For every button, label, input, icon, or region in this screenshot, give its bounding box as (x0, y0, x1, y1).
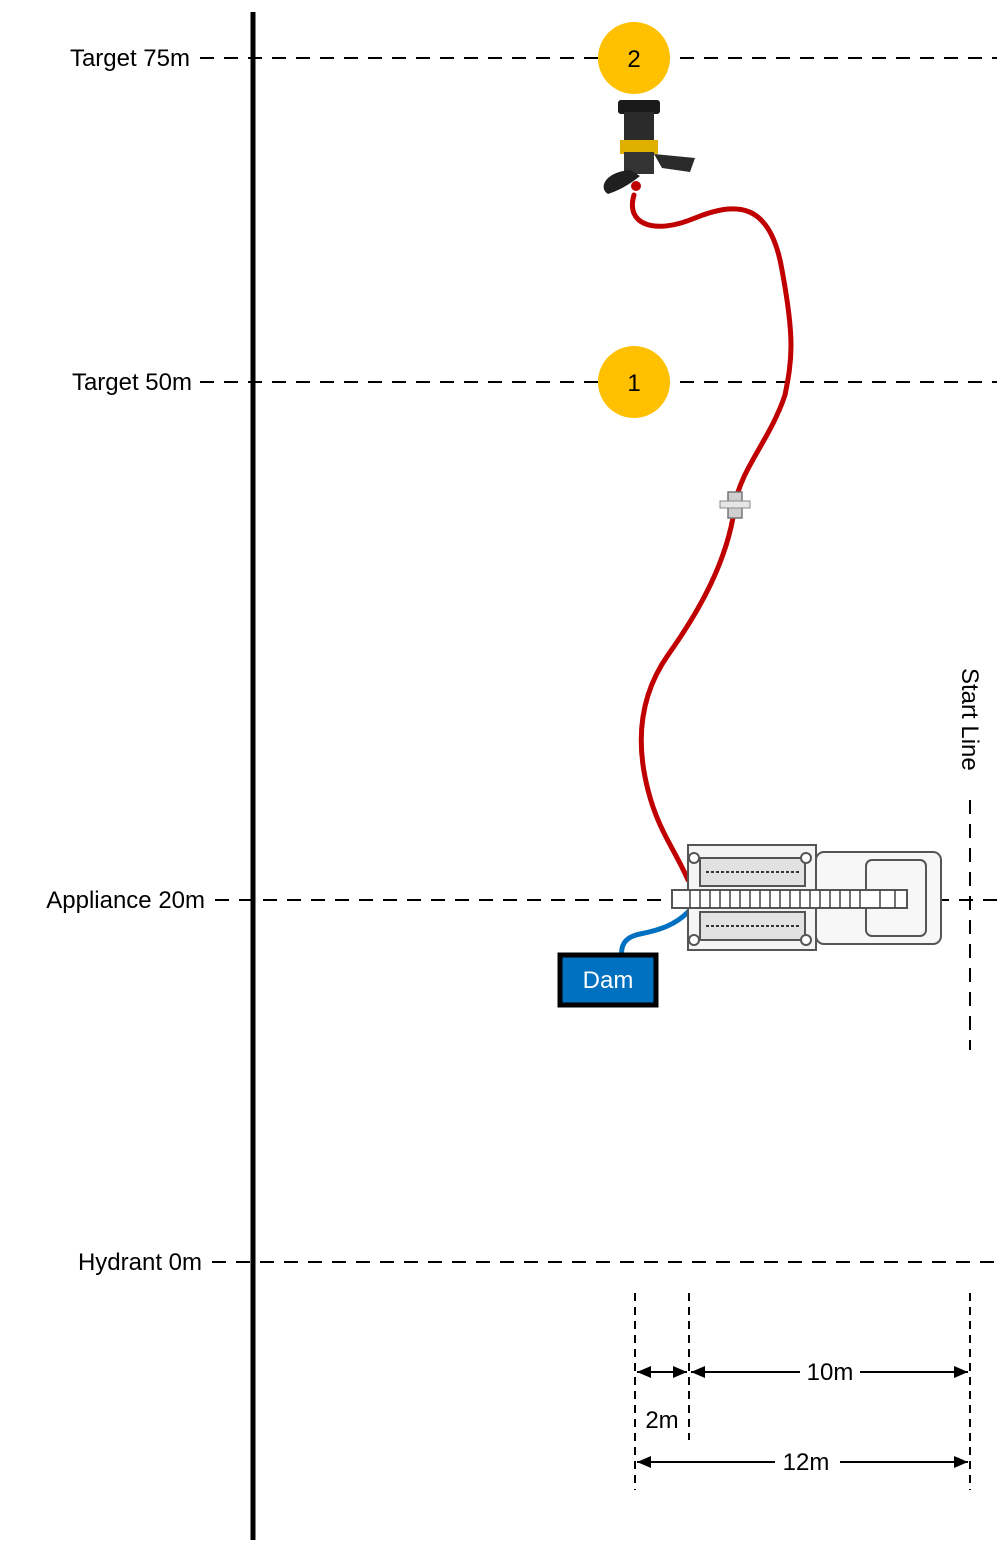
delivery-hose (629, 192, 794, 883)
target-2-circle (598, 22, 670, 94)
target-2-number: 2 (627, 46, 640, 73)
dam-box (557, 952, 659, 1008)
dam-label: Dam (583, 967, 634, 994)
fire-appliance-icon (671, 844, 942, 951)
hose-coupling-icon (719, 491, 751, 519)
dimension-10m: 10m (807, 1359, 854, 1386)
appliance-20-label: Appliance 20m (46, 887, 205, 914)
dimension-arrows (637, 1366, 968, 1468)
target-50-label: Target 50m (72, 369, 192, 396)
dam: Dam (557, 952, 659, 1008)
target-1-number: 1 (627, 370, 640, 397)
suction-hose (619, 909, 691, 961)
hydrant-0-label: Hydrant 0m (78, 1249, 202, 1276)
target-2-marker: 2 (598, 22, 670, 94)
target-75-label: Target 75m (70, 45, 190, 72)
start-line-label: Start Line (956, 668, 983, 771)
target-1-marker: 1 (598, 346, 670, 418)
dimension-2m: 2m (645, 1407, 678, 1434)
target-1-circle (598, 346, 670, 418)
dimension-12m: 12m (783, 1449, 830, 1476)
branch-nozzle-icon (603, 100, 695, 194)
